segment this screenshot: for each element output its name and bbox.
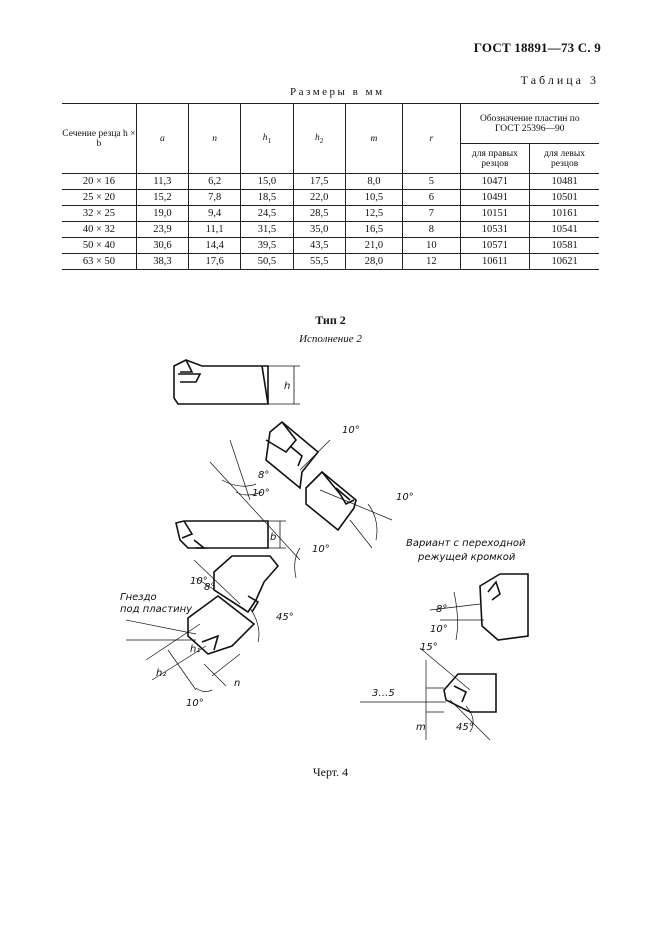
variant-label-1: Вариант с переходной [406, 538, 526, 549]
cutter-nest [187, 594, 256, 655]
figure-caption: Черт. 4 [312, 765, 349, 779]
table-cell: 28,0 [344, 253, 404, 270]
cutter-top-rotated [265, 420, 320, 490]
variant-dim-m: m [416, 722, 426, 733]
table-cell: 7 [402, 205, 461, 222]
dim-h: h [284, 381, 290, 392]
table-cell: 5 [402, 173, 461, 190]
table-label: Таблица 3 [520, 73, 599, 87]
dim-h2: h₂ [156, 668, 166, 679]
table-cell: 12 [402, 253, 461, 270]
table-cell: 10541 [529, 221, 599, 238]
dim-h1: h₁ [190, 644, 200, 655]
cutter-variant-top [479, 573, 529, 641]
table-cell: 10481 [529, 173, 599, 190]
cutter-right-view [305, 470, 357, 532]
angle-10-top: 10° [342, 425, 360, 436]
variant-angle-10: 10° [430, 624, 448, 635]
table-cell: 10581 [529, 237, 599, 254]
col-r: r [402, 103, 461, 174]
cutter-lower-1 [213, 555, 280, 614]
variant-angle-45: 45° [456, 722, 474, 733]
execution-title: Исполнение 2 [299, 333, 362, 345]
col-right: для правых резцов [460, 143, 531, 174]
table-cell: 6 [402, 189, 461, 206]
table-cell: 10621 [529, 253, 599, 270]
angle-8-top: 8° [258, 470, 269, 481]
type-title: Тип 2 [315, 313, 346, 327]
table-cell: 10501 [529, 189, 599, 206]
dim-n: n [234, 678, 240, 689]
nest-label-2: под пластину [120, 604, 193, 615]
variant-angle-8: 8° [436, 604, 447, 615]
col-m: m [344, 103, 404, 174]
cutter-variant-bottom [443, 673, 497, 713]
dimensions-table: Сечение резца h × b a n h1 h2 m r Обозна… [62, 103, 599, 270]
cutter-middle [175, 520, 286, 549]
variant-dim-3-5: 3…5 [372, 688, 395, 699]
dim-b: b [270, 532, 276, 543]
variant-angle-15: 15° [420, 642, 438, 653]
angle-10-left: 10° [190, 576, 208, 587]
angle-10-bottom: 10° [186, 698, 204, 709]
cutter-side-view [173, 359, 300, 405]
table-cell: 50,5 [240, 253, 294, 270]
angle-10-mid: 10° [312, 544, 330, 555]
table-cell: 10161 [529, 205, 599, 222]
angle-10-top2: 10° [252, 488, 270, 499]
units-note: Размеры в мм [290, 86, 385, 98]
table-cell: 10611 [459, 253, 531, 270]
angle-10-right: 10° [396, 492, 414, 503]
angle-8-left: 8° [204, 582, 215, 593]
variant-label-2: режущей кромкой [417, 552, 516, 563]
nest-label-1: Гнездо [120, 592, 157, 603]
table-cell: 8 [402, 221, 461, 238]
col-h1: h1 [240, 103, 294, 174]
table-cell: 10 [402, 237, 461, 254]
col-left: для левых резцов [529, 143, 599, 174]
angle-45-left: 45° [276, 612, 294, 623]
document-header: ГОСТ 18891—73 С. 9 [473, 40, 601, 55]
